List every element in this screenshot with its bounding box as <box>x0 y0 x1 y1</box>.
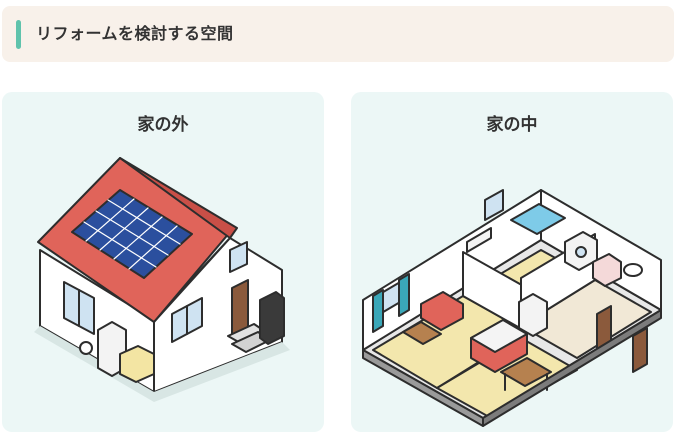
card-title-interior: 家の中 <box>486 115 538 135</box>
card-house-exterior[interactable]: 家の外 <box>2 92 324 432</box>
header-accent-bar <box>16 20 21 49</box>
house-interior-cutaway-illustration <box>362 189 662 427</box>
card-title-exterior: 家の外 <box>137 115 189 135</box>
house-exterior-illustration <box>34 157 290 402</box>
section-header: リフォームを検討する空間 <box>2 6 674 62</box>
card-house-interior[interactable]: 家の中 <box>351 92 673 432</box>
section-title: リフォームを検討する空間 <box>36 24 234 43</box>
